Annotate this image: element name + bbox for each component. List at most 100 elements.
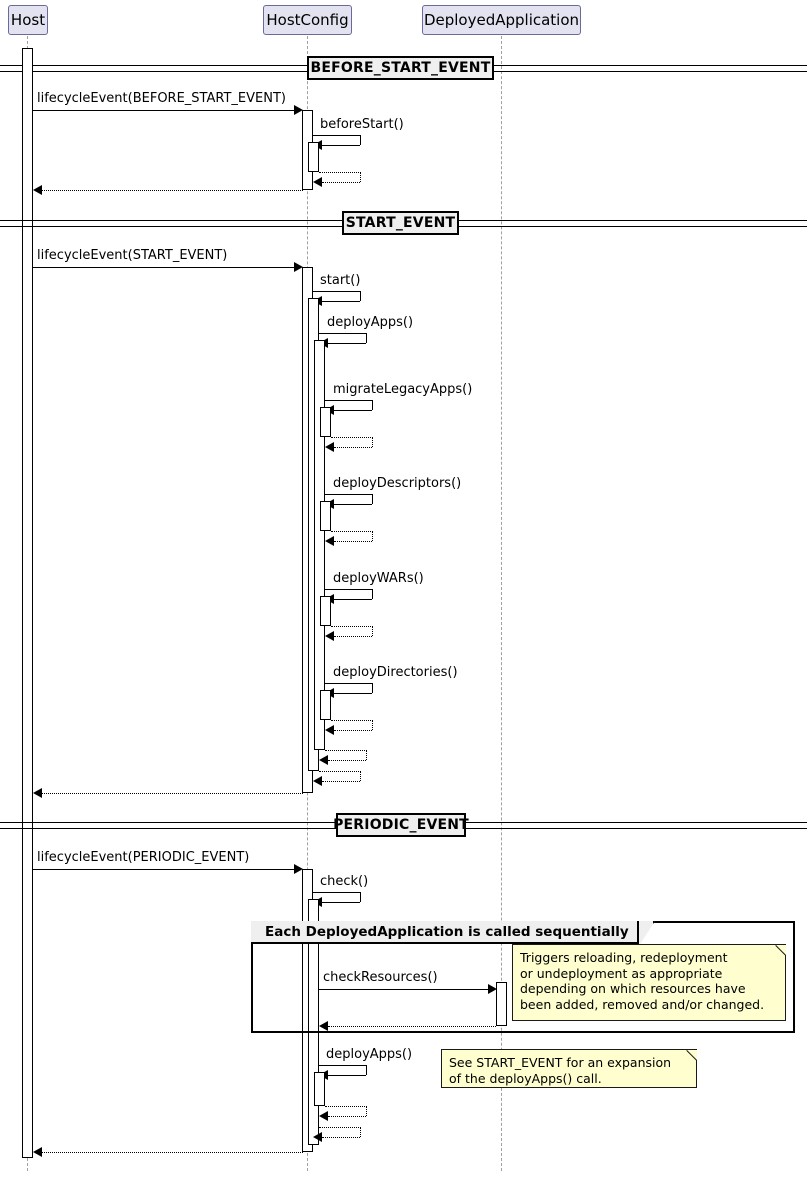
message-label-start: start() [320, 273, 361, 288]
self-return-arrowhead-check [313, 1132, 322, 1142]
self-return-arrowhead-deploy-descriptors [325, 536, 334, 546]
activation-hostconfig-deploy-descriptors [320, 501, 331, 531]
activation-hostconfig-before-start-inner [308, 142, 319, 172]
self-return-right-migrate-legacy-apps [372, 437, 373, 447]
self-call-bottom-before-start [322, 145, 360, 146]
self-call-right-deploy-apps-start [366, 333, 367, 343]
self-return-right-start [360, 771, 361, 781]
message-line-lifecycle-start [33, 267, 299, 268]
self-call-right-check [360, 892, 361, 902]
note-check-resources-fold [776, 945, 786, 955]
self-return-right-deploy-apps-periodic [366, 1106, 367, 1116]
message-line-check-resources [319, 989, 493, 990]
self-return-arrowhead-before-start [313, 177, 322, 187]
self-return-bottom-deploy-apps-periodic [328, 1116, 366, 1117]
self-return-bottom-deploy-apps-start [328, 760, 366, 761]
self-call-right-before-start [360, 135, 361, 145]
activation-hostconfig-check-body [308, 899, 319, 1145]
self-call-right-deploy-descriptors [372, 494, 373, 504]
self-call-right-migrate-legacy-apps [372, 400, 373, 410]
self-return-bottom-migrate-legacy-apps [334, 447, 372, 448]
return-arrowhead-check-resources [319, 1021, 328, 1031]
self-return-arrowhead-migrate-legacy-apps [325, 442, 334, 452]
message-label-deploy-descriptors: deployDescriptors() [333, 476, 462, 491]
self-return-top-check [319, 1127, 361, 1128]
self-return-right-before-start [360, 172, 361, 182]
self-call-top-check [313, 892, 361, 893]
message-arrowhead-lifecycle-periodic [294, 864, 303, 874]
self-call-bottom-deploy-directories [334, 693, 372, 694]
self-return-right-check [360, 1127, 361, 1137]
self-return-right-deploy-directories [372, 720, 373, 730]
self-return-top-deploy-apps-start [325, 750, 367, 751]
self-call-bottom-deploy-apps-start [328, 343, 366, 344]
activation-hostconfig-deploy-wars [320, 596, 331, 626]
self-return-right-deploy-descriptors [372, 531, 373, 541]
return-line-before-start [42, 190, 303, 191]
self-call-bottom-deploy-apps-periodic [328, 1075, 366, 1076]
self-return-bottom-deploy-directories [334, 730, 372, 731]
self-call-top-deploy-directories [325, 683, 373, 684]
self-call-right-start [360, 291, 361, 301]
self-return-top-deploy-wars [331, 626, 373, 627]
message-label-lifecycle-start: lifecycleEvent(START_EVENT) [37, 248, 228, 263]
participant-hostconfig[interactable]: HostConfig [263, 5, 352, 35]
return-arrowhead-periodic-event [33, 1147, 42, 1157]
self-return-bottom-check [322, 1137, 360, 1138]
self-call-bottom-deploy-descriptors [334, 504, 372, 505]
return-arrowhead-start-event [33, 788, 42, 798]
activation-hostconfig-deploy-apps-periodic [314, 1072, 325, 1106]
self-return-right-deploy-wars [372, 626, 373, 636]
self-return-arrowhead-deploy-directories [325, 725, 334, 735]
message-label-check: check() [320, 874, 369, 889]
self-call-bottom-migrate-legacy-apps [334, 410, 372, 411]
activation-hostconfig-deploy-directories [320, 690, 331, 720]
self-call-bottom-start [322, 301, 360, 302]
message-label-lifecycle-before-start: lifecycleEvent(BEFORE_START_EVENT) [37, 91, 286, 106]
group-frame-header-label: Each DeployedApplication is called seque… [251, 921, 639, 944]
self-call-top-before-start [313, 135, 361, 136]
self-call-bottom-check [322, 902, 360, 903]
self-call-top-migrate-legacy-apps [325, 400, 373, 401]
message-label-deploy-apps-periodic: deployApps() [326, 1047, 413, 1062]
self-return-arrowhead-deploy-wars [325, 631, 334, 641]
self-call-top-deploy-apps-periodic [319, 1065, 367, 1066]
message-label-before-start: beforeStart() [320, 117, 404, 132]
message-line-lifecycle-periodic [33, 869, 299, 870]
self-call-top-deploy-wars [325, 589, 373, 590]
self-call-right-deploy-wars [372, 589, 373, 599]
self-return-bottom-start [322, 781, 360, 782]
divider-before-start-event: BEFORE_START_EVENT [307, 56, 494, 80]
message-arrowhead-lifecycle-start [294, 262, 303, 272]
message-arrowhead-check-resources [488, 984, 497, 994]
self-call-bottom-deploy-wars [334, 599, 372, 600]
self-return-top-deploy-apps-periodic [325, 1106, 367, 1107]
message-label-migrate-legacy-apps: migrateLegacyApps() [333, 382, 473, 397]
message-label-lifecycle-periodic: lifecycleEvent(PERIODIC_EVENT) [37, 850, 250, 865]
self-return-arrowhead-start [313, 776, 322, 786]
self-return-bottom-deploy-wars [334, 636, 372, 637]
participant-host[interactable]: Host [8, 5, 48, 35]
self-call-right-deploy-apps-periodic [366, 1065, 367, 1075]
message-label-deploy-wars: deployWARs() [333, 571, 424, 586]
self-call-right-deploy-directories [372, 683, 373, 693]
divider-start-event: START_EVENT [342, 211, 459, 235]
self-call-top-deploy-descriptors [325, 494, 373, 495]
self-return-top-deploy-directories [331, 720, 373, 721]
note-deploy-apps-expansion: See START_EVENT for an expansion of the … [441, 1049, 697, 1088]
return-line-periodic-event [42, 1152, 303, 1153]
participant-deployedapplication[interactable]: DeployedApplication [422, 5, 581, 35]
self-return-arrowhead-deploy-apps-periodic [319, 1111, 328, 1121]
self-return-top-migrate-legacy-apps [331, 437, 373, 438]
message-label-deploy-apps-start: deployApps() [327, 315, 414, 330]
message-arrowhead-lifecycle-before-start [294, 105, 303, 115]
self-call-top-start [313, 291, 361, 292]
self-return-bottom-deploy-descriptors [334, 541, 372, 542]
self-return-top-before-start [319, 172, 361, 173]
message-line-lifecycle-before-start [33, 110, 299, 111]
activation-hostconfig-deploy-apps-body [314, 340, 325, 750]
activation-deployedapplication-check-resources [496, 982, 507, 1026]
self-return-top-deploy-descriptors [331, 531, 373, 532]
message-label-check-resources: checkResources() [323, 970, 438, 985]
